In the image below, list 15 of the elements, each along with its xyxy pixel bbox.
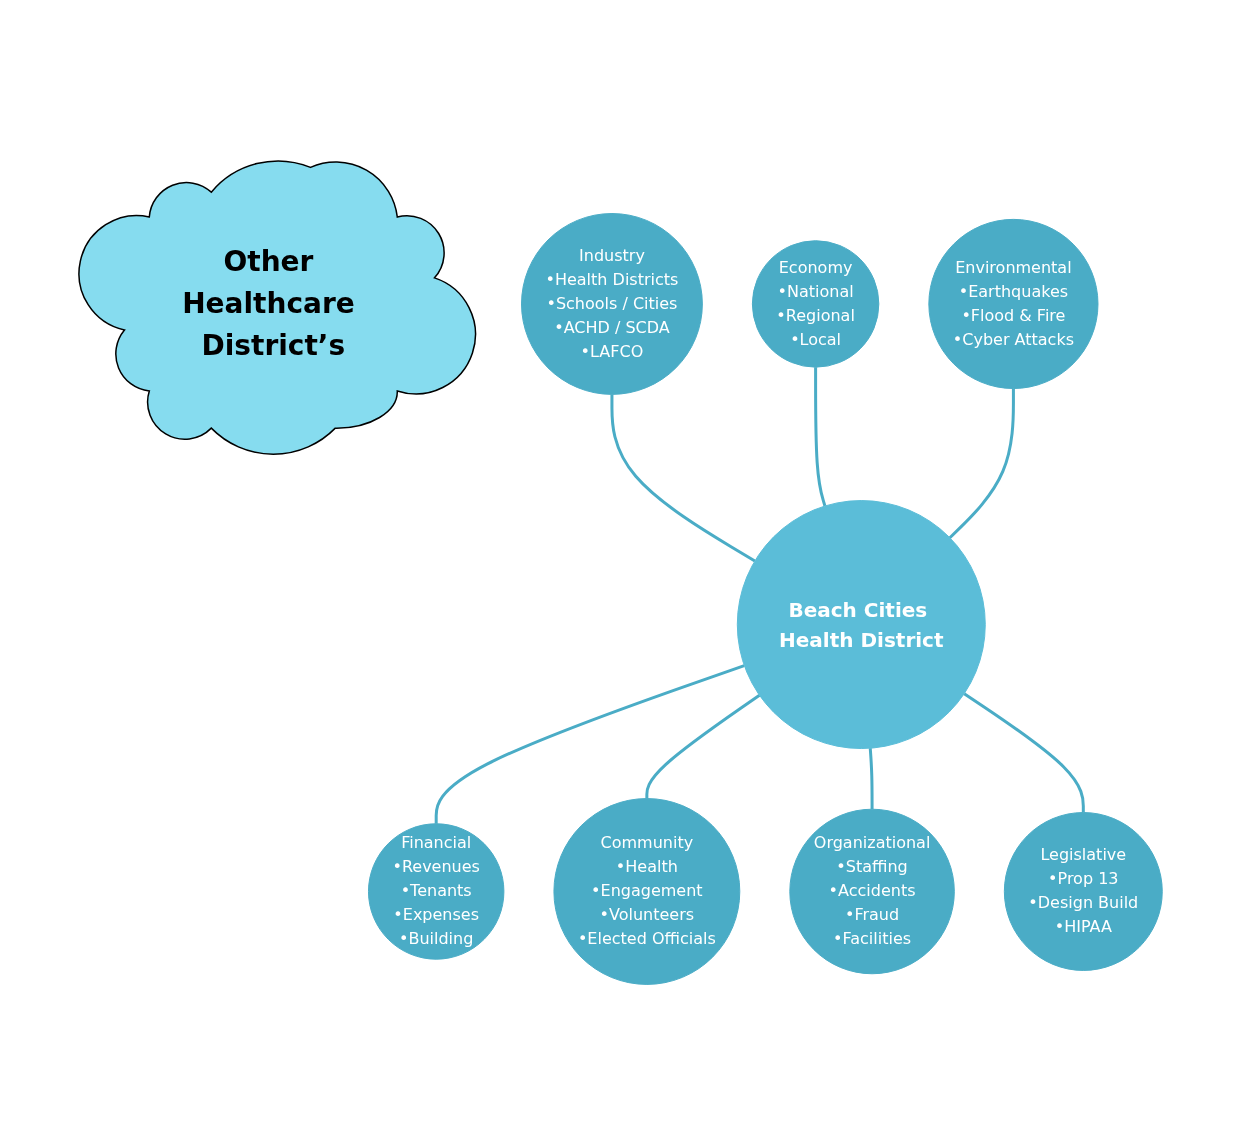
node-circle: Community •Health •Engagement •Volunteers •Elected Officials [553, 797, 741, 985]
node-circle: Environmental •Earthquakes •Flood & Fire •Cyber Attacks [928, 218, 1099, 389]
node-circle: Organizational •Staffing •Accidents •Fraud •Facilities [789, 808, 956, 975]
connector [963, 692, 1086, 813]
node-circle: Industry •Health Districts •Schools / Cities •ACHD / SCDA •LAFCO [521, 212, 704, 395]
node-circle: Beach Cities Health District [737, 499, 987, 749]
connector [814, 366, 827, 507]
node-circle: Legislative •Prop 13 •Design Build •HIPAA [1004, 811, 1164, 971]
connector [869, 747, 874, 809]
node-circle: Financial •Revenues •Tenants •Expenses •Building [368, 823, 505, 960]
node-circle: Economy •National •Regional •Local [752, 240, 880, 368]
connector [949, 388, 1016, 539]
connector [610, 394, 756, 562]
connector [435, 663, 746, 824]
connector [645, 693, 761, 799]
